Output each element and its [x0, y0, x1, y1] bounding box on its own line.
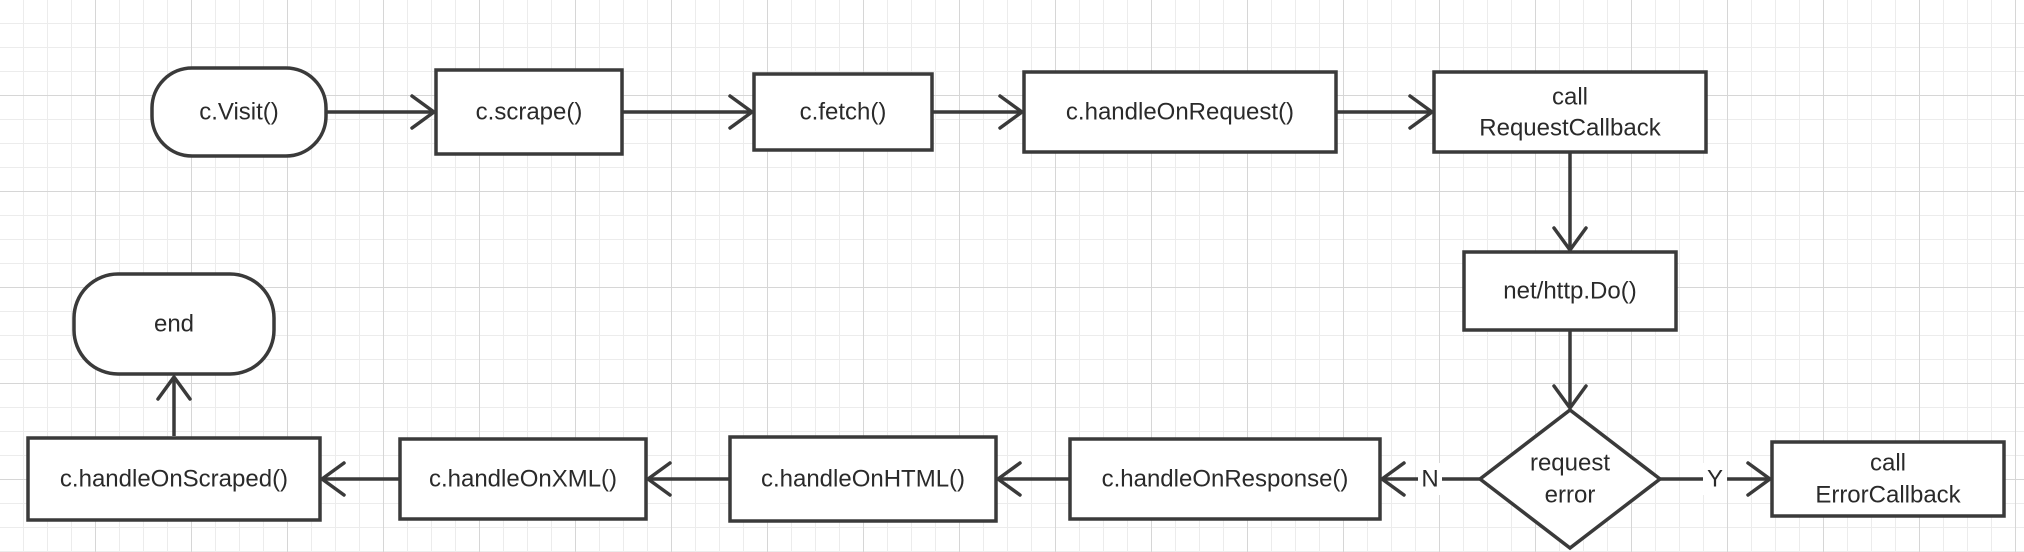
edge-fetch-to-handle-on-request: [932, 94, 1024, 130]
node-http-do: net/http.Do(): [1462, 250, 1678, 332]
node-visit-label: c.Visit(): [199, 98, 279, 125]
node-call-error-callback: call ErrorCallback: [1770, 440, 2006, 518]
node-handle-on-response-label: c.handleOnResponse(): [1102, 465, 1349, 492]
edge-label-yes: Y: [1703, 463, 1727, 495]
node-fetch-label: c.fetch(): [800, 98, 887, 125]
edge-http-do-to-request-error: [1552, 330, 1588, 410]
node-handle-on-response: c.handleOnResponse(): [1068, 437, 1382, 521]
node-handle-on-xml: c.handleOnXML(): [398, 437, 648, 521]
node-handle-on-html: c.handleOnHTML(): [728, 435, 998, 523]
edge-request-callback-to-http-do: [1552, 152, 1588, 252]
node-visit: c.Visit(): [150, 66, 328, 158]
node-call-request-callback: call RequestCallback: [1432, 70, 1708, 154]
edge-label-no: N: [1418, 463, 1442, 495]
node-http-do-label: net/http.Do(): [1503, 277, 1636, 304]
node-fetch: c.fetch(): [752, 72, 934, 152]
edge-labels: N Y: [1418, 463, 1727, 495]
edge-handle-on-response-to-handle-on-html: [996, 461, 1070, 497]
node-scrape: c.scrape(): [434, 68, 624, 156]
edge-handle-on-request-to-request-callback: [1336, 94, 1434, 130]
node-handle-on-scraped: c.handleOnScraped(): [26, 436, 322, 522]
node-call-request-callback-line1: call: [1552, 83, 1588, 110]
node-handle-on-request-label: c.handleOnRequest(): [1066, 98, 1294, 125]
nodes: c.Visit() c.scrape() c.fetch() c.handleO…: [26, 66, 2006, 551]
node-end-label: end: [154, 310, 194, 337]
node-call-request-callback-line2: RequestCallback: [1479, 114, 1661, 141]
node-request-error-line2: error: [1545, 481, 1596, 508]
node-scrape-label: c.scrape(): [476, 98, 583, 125]
node-handle-on-html-label: c.handleOnHTML(): [761, 465, 965, 492]
edge-label-yes-text: Y: [1707, 465, 1723, 492]
edge-scrape-to-fetch: [622, 94, 754, 130]
edge-visit-to-scrape: [326, 94, 436, 130]
node-end: end: [72, 272, 276, 376]
node-handle-on-xml-label: c.handleOnXML(): [429, 465, 617, 492]
node-handle-on-scraped-label: c.handleOnScraped(): [60, 465, 288, 492]
edge-handle-on-html-to-handle-on-xml: [646, 461, 730, 497]
edge-handle-on-xml-to-handle-on-scraped: [320, 461, 400, 497]
edge-handle-on-scraped-to-end: [156, 375, 192, 436]
node-call-error-callback-line2: ErrorCallback: [1815, 481, 1961, 508]
edge-label-no-text: N: [1421, 465, 1438, 492]
node-request-error-line1: request: [1530, 449, 1610, 476]
node-call-error-callback-line1: call: [1870, 449, 1906, 476]
node-handle-on-request: c.handleOnRequest(): [1022, 70, 1338, 154]
node-request-error-decision: request error: [1477, 407, 1663, 551]
